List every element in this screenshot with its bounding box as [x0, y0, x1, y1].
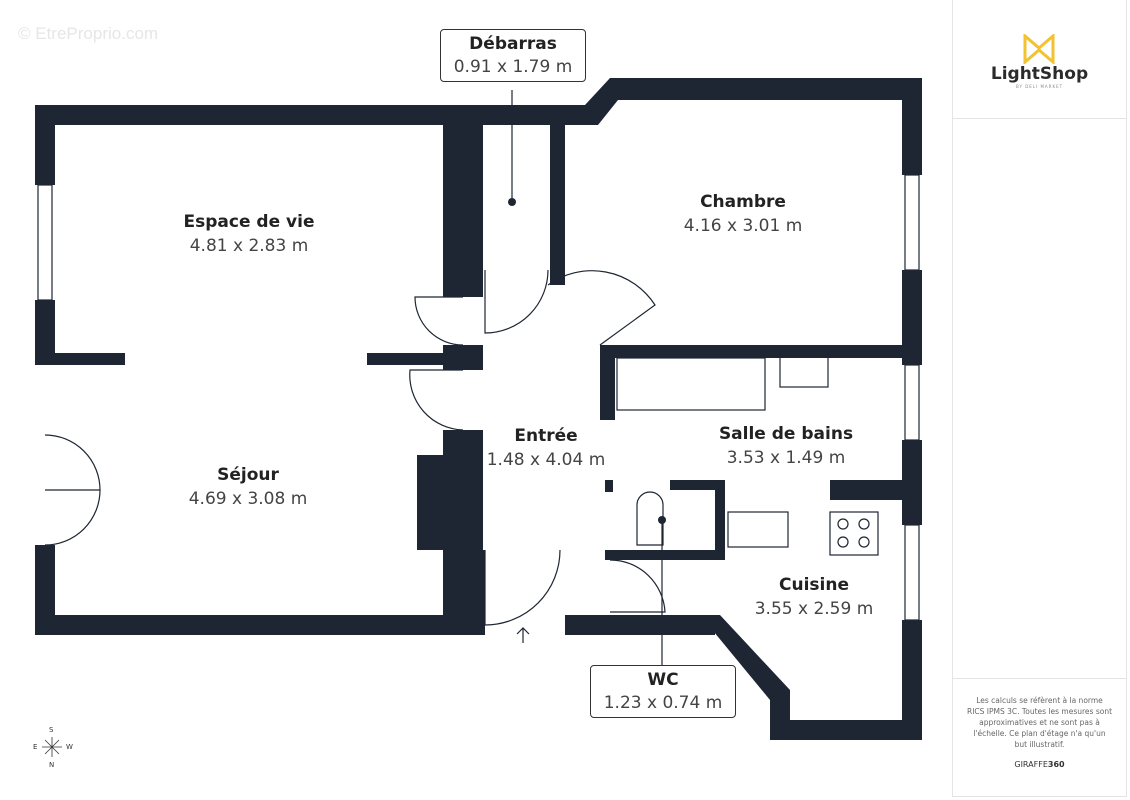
door [484, 269, 549, 334]
door [409, 369, 464, 431]
door [44, 489, 101, 546]
compass-w: W [66, 743, 73, 751]
window [904, 174, 920, 271]
compass-e: E [33, 743, 38, 751]
compass-s: S [49, 726, 54, 734]
info-panel: LightShop BY DELI MARKET Les calculs se … [952, 0, 1127, 797]
disclaimer: Les calculs se réfèrent à la norme RICS … [967, 696, 1113, 749]
window [904, 364, 920, 441]
watermark: © EtreProprio.com [18, 24, 159, 43]
door [547, 270, 656, 346]
door [44, 434, 101, 491]
walls [35, 78, 922, 740]
bathtub [616, 357, 766, 411]
entry-arrow-icon [516, 627, 530, 643]
logo-icon [1023, 34, 1055, 64]
compass-icon [42, 737, 62, 757]
door [609, 559, 666, 613]
fixtures [37, 90, 920, 665]
sink [779, 354, 829, 388]
compass-n: N [49, 761, 55, 769]
kitchen-sink [727, 511, 789, 548]
stove [829, 511, 879, 556]
window [37, 184, 53, 301]
door [484, 549, 561, 626]
door [414, 296, 464, 346]
window [904, 524, 920, 621]
toilet [636, 491, 664, 546]
floor-plan [35, 78, 922, 757]
brand: GIRAFFE360 [1014, 760, 1065, 769]
logo: LightShop BY DELI MARKET [953, 0, 1126, 119]
